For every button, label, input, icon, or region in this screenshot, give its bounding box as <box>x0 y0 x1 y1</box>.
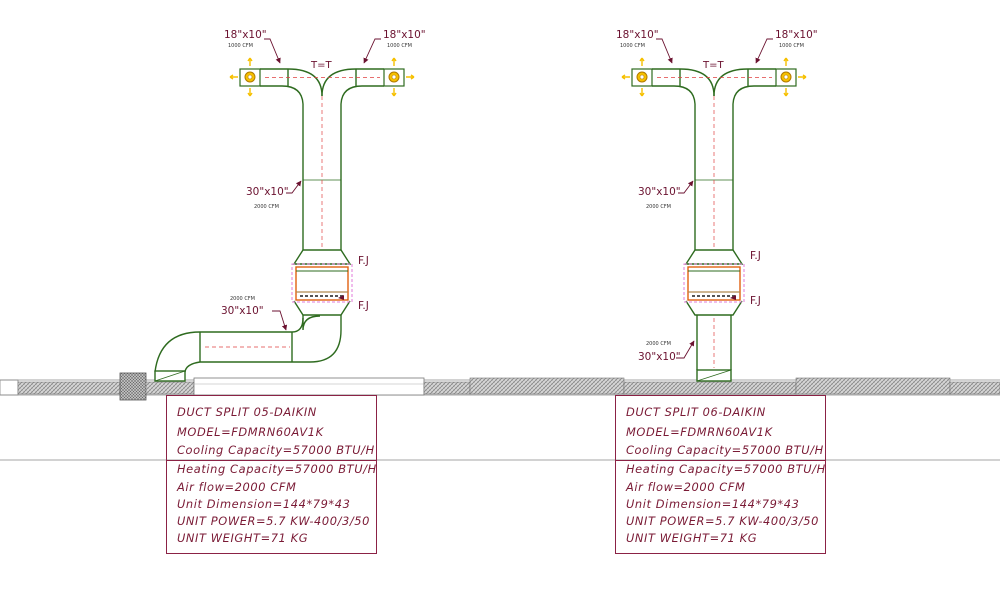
branch-right-cfm-label: 1000 CFM <box>387 43 412 49</box>
return-size-label: 30"x10" <box>221 305 264 317</box>
spec-divider <box>616 460 825 461</box>
diffuser-left-b <box>383 57 415 97</box>
branch-left-cfm-label: 1000 CFM <box>228 43 253 49</box>
return-cfm-label: 2000 CFM <box>230 296 255 302</box>
duct-system-right: 18"x10" 1000 CFM 18"x10" 1000 CFM T=T 30… <box>616 29 818 382</box>
return-cfm-label: 2000 CFM <box>646 341 671 347</box>
diffuser-left-a <box>229 57 261 97</box>
tee-branch-right <box>652 68 776 250</box>
diffuser-right-a <box>621 57 653 97</box>
wall-slab <box>0 372 1000 401</box>
spec-title: DUCT SPLIT 06-DAIKIN <box>626 405 766 419</box>
spec-weight: UNIT WEIGHT=71 KG <box>626 531 758 545</box>
branch-left-cfm-label: 1000 CFM <box>620 43 645 49</box>
branch-left-size-label: 18"x10" <box>616 29 659 41</box>
supply-transition-left <box>292 249 352 316</box>
spec-dimension: Unit Dimension=144*79*43 <box>626 497 800 511</box>
diffuser-right-b <box>775 57 807 97</box>
duct-system-left: 18"x10" 1000 CFM 18"x10" 1000 CFM T=T 30… <box>154 29 426 382</box>
spec-weight: UNIT WEIGHT=71 KG <box>177 531 309 545</box>
spec-cooling: Cooling Capacity=57000 BTU/H <box>177 443 375 457</box>
tee-label: T=T <box>702 60 724 71</box>
main-size-label: 30"x10" <box>638 186 681 198</box>
leaders-right <box>656 38 773 359</box>
fj-top-label: F.J <box>750 250 761 262</box>
spec-heating: Heating Capacity=57000 BTU/H <box>177 462 377 476</box>
spec-airflow: Air flow=2000 CFM <box>626 480 746 494</box>
spec-cooling: Cooling Capacity=57000 BTU/H <box>626 443 824 457</box>
spec-power: UNIT POWER=5.7 KW-400/3/50 <box>177 514 370 528</box>
branch-left-size-label: 18"x10" <box>224 29 267 41</box>
fan-coil-unit-left <box>291 263 353 303</box>
fj-bottom-label: F.J <box>358 300 369 312</box>
branch-right-size-label: 18"x10" <box>383 29 426 41</box>
leaders-left <box>264 38 381 331</box>
fan-coil-unit-right <box>683 263 745 303</box>
spec-airflow: Air flow=2000 CFM <box>177 480 297 494</box>
branch-right-size-label: 18"x10" <box>775 29 818 41</box>
main-cfm-label: 2000 CFM <box>254 204 279 210</box>
branch-right-cfm-label: 1000 CFM <box>779 43 804 49</box>
spec-model: MODEL=FDMRN60AV1K <box>177 425 324 439</box>
spec-dimension: Unit Dimension=144*79*43 <box>177 497 351 511</box>
return-size-label: 30"x10" <box>638 351 681 363</box>
spec-box-left: DUCT SPLIT 05-DAIKIN MODEL=FDMRN60AV1K C… <box>166 395 377 554</box>
spec-title: DUCT SPLIT 05-DAIKIN <box>177 405 317 419</box>
spec-box-right: DUCT SPLIT 06-DAIKIN MODEL=FDMRN60AV1K C… <box>615 395 826 554</box>
return-duct-left <box>154 315 342 382</box>
spec-power: UNIT POWER=5.7 KW-400/3/50 <box>626 514 819 528</box>
spec-divider <box>167 460 376 461</box>
fj-bottom-label: F.J <box>750 295 761 307</box>
main-cfm-label: 2000 CFM <box>646 204 671 210</box>
return-duct-right <box>696 315 732 382</box>
spec-model: MODEL=FDMRN60AV1K <box>626 425 773 439</box>
tee-label: T=T <box>310 60 332 71</box>
fj-top-label: F.J <box>358 255 369 267</box>
tee-branch-left <box>260 68 384 250</box>
spec-heating: Heating Capacity=57000 BTU/H <box>626 462 826 476</box>
main-size-label: 30"x10" <box>246 186 289 198</box>
supply-transition-right <box>684 249 744 316</box>
